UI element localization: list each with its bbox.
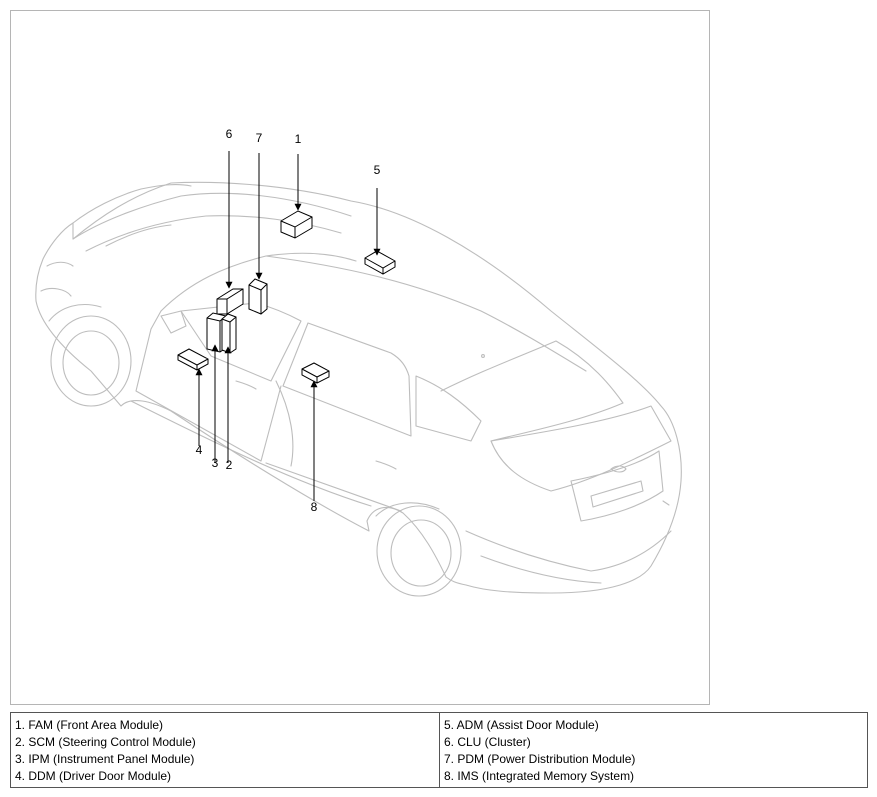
legend-item-adm: 5. ADM (Assist Door Module) [444, 718, 599, 732]
callout-1: 1 [295, 132, 302, 146]
module-ipm [206, 312, 227, 353]
callout-6: 6 [226, 127, 233, 141]
callout-4: 4 [196, 443, 203, 457]
legend-item-pdm: 7. PDM (Power Distribution Module) [444, 752, 636, 766]
module-ddm [177, 348, 209, 371]
legend-item-ims: 8. IMS (Integrated Memory System) [444, 769, 635, 783]
callout-3: 3 [212, 456, 219, 470]
legend-item-scm: 2. SCM (Steering Control Module) [15, 735, 196, 749]
module-clu [216, 288, 244, 315]
legend-item-ddm: 4. DDM (Driver Door Module) [15, 769, 172, 783]
legend-item-ipm: 3. IPM (Instrument Panel Module) [15, 752, 195, 766]
callout-7: 7 [256, 131, 263, 145]
callout-5: 5 [374, 163, 381, 177]
legend-column-right: 5. ADM (Assist Door Module) 6. CLU (Clus… [439, 713, 867, 787]
legend-table: 1. FAM (Front Area Module) 2. SCM (Steer… [10, 712, 868, 788]
leader-lines [195, 151, 381, 501]
legend-item-fam: 1. FAM (Front Area Module) [15, 718, 164, 732]
module-ims [301, 362, 330, 384]
legend-item-clu: 6. CLU (Cluster) [444, 735, 531, 749]
module-adm [364, 250, 396, 275]
module-pdm [248, 278, 268, 315]
car-outline [35, 181, 682, 597]
module-scm [221, 313, 237, 354]
car-module-diagram: 1 6 7 5 3 2 4 8 [35, 127, 682, 597]
diagram-frame: 1 6 7 5 3 2 4 8 [10, 10, 710, 705]
callout-8: 8 [311, 500, 318, 514]
callout-2: 2 [226, 458, 233, 472]
module-fam [280, 210, 313, 239]
legend-column-left: 1. FAM (Front Area Module) 2. SCM (Steer… [11, 713, 439, 787]
